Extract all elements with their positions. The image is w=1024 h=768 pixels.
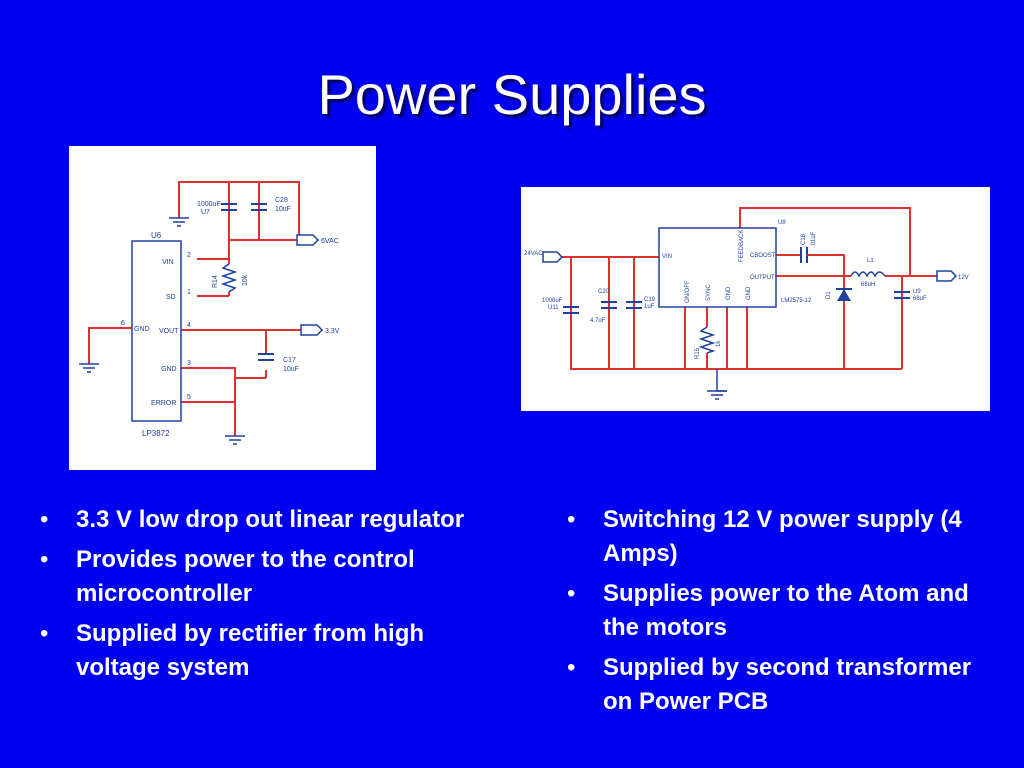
diode-ref: D1 — [826, 291, 832, 299]
output-label-12v: 12V — [958, 275, 969, 281]
pin-vout: VOUT — [159, 328, 179, 335]
cap-u11-ref: U11 — [548, 305, 559, 311]
inductor-ref: L1 — [867, 258, 874, 264]
pin-gnd: GND — [161, 366, 177, 373]
inductor-value: 68uH — [861, 282, 875, 288]
cap-c17-value: 10uF — [283, 366, 299, 373]
switching-supply-diagram: 24VAC 12V U8 LM2575-12 VIN FEEDBACK CBOO… — [524, 207, 969, 400]
cap-c19-ref: C19 — [644, 297, 656, 303]
bullet-item: Switching 12 V power supply (4 Amps) — [567, 503, 1007, 571]
bullet-item: 3.3 V low drop out linear regulator — [40, 503, 500, 537]
cap-c17-ref: C17 — [283, 357, 296, 364]
cap-c20-ref: C20 — [598, 289, 610, 295]
slide-title: Power Supplies — [317, 63, 707, 126]
left-bullet-list: 3.3 V low drop out linear regulator Prov… — [40, 503, 500, 691]
input-label-6vac: 6VAC — [321, 238, 339, 245]
pin-gnd-left-num: 6 — [121, 320, 125, 327]
right-bullet-list: Switching 12 V power supply (4 Amps) Sup… — [567, 503, 1007, 725]
pin-sync: SYNC — [706, 284, 712, 301]
cap-c18-ref: C18 — [801, 233, 807, 245]
bullet-item: Supplied by second transformer on Power … — [567, 651, 1007, 719]
pin-feedback: FEEDBACK — [739, 230, 745, 262]
cap-c18-value: .01uF — [811, 231, 817, 247]
pin-error-num: 5 — [187, 394, 191, 401]
switching-supply-schematic: 24VAC 12V U8 LM2575-12 VIN FEEDBACK CBOO… — [521, 187, 990, 411]
pin-error: ERROR — [151, 400, 176, 407]
pin-gnd1: GND — [726, 286, 732, 300]
pin-output: OUTPUT — [750, 275, 775, 281]
pin-gnd-num: 3 — [187, 360, 191, 367]
chip-ref: U6 — [151, 231, 162, 240]
pin-cboost: CBOOST — [750, 253, 776, 259]
res-value: 10k — [242, 274, 249, 286]
pin-vout-num: 4 — [187, 322, 191, 329]
pin-sd: SD — [166, 294, 176, 301]
pin-vin-num: 2 — [187, 252, 191, 259]
linear-regulator-schematic: U6 LP3872 VIN 2 SD 1 GND 6 VOUT 4 GND 3 … — [69, 146, 376, 470]
res-ref: R14 — [212, 275, 219, 288]
chip-ref: U8 — [778, 220, 786, 226]
bullet-item: Supplied by rectifier from high voltage … — [40, 617, 500, 685]
cap-c20-value: 4.7uF — [590, 318, 606, 324]
res-ref: R15 — [695, 347, 701, 359]
cap-u11-value: 1000uF — [542, 298, 563, 304]
cap-u9-value: 68uF — [913, 296, 927, 302]
bullet-item: Supplies power to the Atom and the motor… — [567, 577, 1007, 645]
pin-gnd2: GND — [746, 286, 752, 300]
linear-regulator-diagram: U6 LP3872 VIN 2 SD 1 GND 6 VOUT 4 GND 3 … — [79, 181, 340, 445]
cap-u7-value: 1000uF — [197, 201, 221, 208]
cap-c28-ref: C28 — [275, 197, 288, 204]
bullet-item: Provides power to the control microcontr… — [40, 543, 500, 611]
cap-c28-value: 10uF — [275, 206, 291, 213]
res-value: 1k — [716, 340, 722, 347]
input-label-24vac: 24VAC — [524, 251, 543, 257]
pin-onoff: ON/OFF — [685, 280, 691, 303]
cap-u7-ref: U7 — [201, 209, 210, 216]
pin-vin: VIN — [162, 259, 174, 266]
chip-name: LM2575-12 — [781, 298, 812, 304]
chip-name: LP3872 — [142, 429, 170, 438]
cap-c19-value: 1uF — [644, 304, 655, 310]
pin-sd-num: 1 — [187, 289, 191, 296]
output-label-3v3: 3.3V — [325, 328, 340, 335]
cap-u9-ref: U9 — [913, 289, 921, 295]
pin-gnd-left: GND — [134, 326, 150, 333]
pin-vin: VIN — [662, 254, 672, 260]
